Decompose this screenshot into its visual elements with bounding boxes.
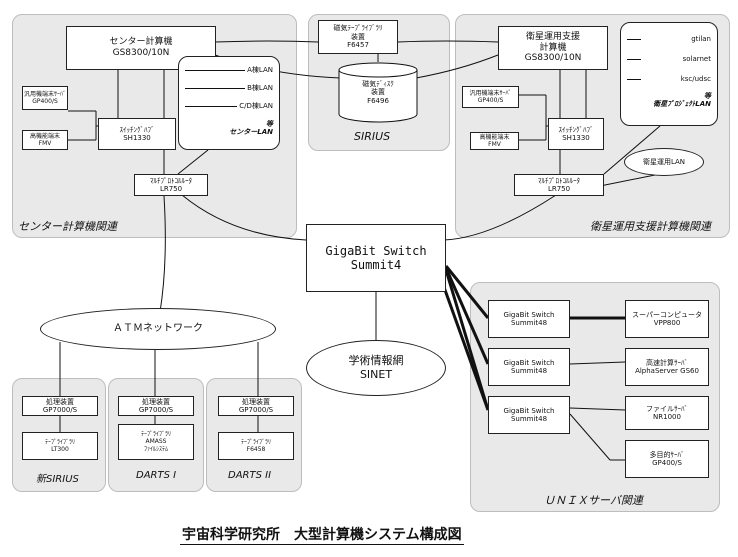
center-terminal: 高機能端末 FMV xyxy=(22,130,68,150)
darts1-tape-library: ﾃｰﾌﾟﾗｲﾌﾞﾗﾘ AMASS ﾌｧｲﾙｼｽﾃﾑ xyxy=(118,424,194,460)
satellite-general-server: 汎用機端末ｻｰﾊﾞ GP400/S xyxy=(462,86,519,108)
multipurpose-server: 多目的ｻｰﾊﾞ GP400/S xyxy=(625,440,709,478)
satellite-ops-lan: 衛星運用LAN xyxy=(624,148,704,176)
center-lan-b: B棟LAN xyxy=(185,79,273,97)
file-server: ファイルｻｰﾊﾞ NR1000 xyxy=(625,396,709,430)
satellite-lan-gtilan: gtilan xyxy=(627,29,711,49)
high-speed-server: 高速計算ｻｰﾊﾞ AlphaServer GS60 xyxy=(625,348,709,386)
satellite-project-lan-box: gtilan solarnet ksc/udsc 等 衛星ﾌﾟﾛｼﾞｪｸﾄLAN xyxy=(620,22,718,126)
satellite-area-label: 衛星運用支援計算機関連 xyxy=(590,220,711,233)
satellite-router: ﾏﾙﾁﾌﾟﾛﾄｺﾙﾙｰﾀ LR750 xyxy=(514,174,604,196)
center-area-label: センター計算機関連 xyxy=(18,220,117,233)
center-router: ﾏﾙﾁﾌﾟﾛﾄｺﾙﾙｰﾀ LR750 xyxy=(134,174,208,196)
center-lan-box: A棟LAN B棟LAN C/D棟LAN 等 センターLAN xyxy=(178,56,280,150)
satellite-terminal: 高機能端末 FMV xyxy=(470,132,519,150)
unix-switch-2: GigaBit Switch Summit48 xyxy=(488,348,570,386)
satellite-switching-hub: ｽｲｯﾁﾝｸﾞﾊﾌﾞ SH1330 xyxy=(548,118,604,150)
unix-area-label: ＵＮＩＸサーバ関連 xyxy=(544,494,643,507)
unix-switch-3: GigaBit Switch Summit48 xyxy=(488,396,570,434)
center-computer: センター計算機 GS8300/10N xyxy=(66,26,216,70)
supercomputer: スーパーコンピュータ VPP800 xyxy=(625,300,709,338)
center-lan-label: 等 センターLAN xyxy=(229,120,273,136)
darts2-processor: 処理装置 GP7000/S xyxy=(218,396,294,416)
darts1-processor: 処理装置 GP7000/S xyxy=(118,396,194,416)
sirius-area-label: SIRIUS xyxy=(354,130,391,143)
satellite-lan-ksc: ksc/udsc xyxy=(627,69,711,89)
center-switching-hub: ｽｲｯﾁﾝｸﾞﾊﾌﾞ SH1330 xyxy=(98,118,176,150)
new-sirius-tape-library: ﾃｰﾌﾟﾗｲﾌﾞﾗﾘ LT300 xyxy=(22,432,98,460)
sirius-tape-library: 磁気ﾃｰﾌﾟﾗｲﾌﾞﾗﾘ 装置 F6457 xyxy=(318,20,398,54)
new-sirius-label: 新SIRIUS xyxy=(36,474,79,485)
center-lan-a: A棟LAN xyxy=(185,61,273,79)
darts2-label: DARTS II xyxy=(228,470,272,481)
atm-network: ＡＴＭネットワーク xyxy=(40,308,276,350)
new-sirius-processor: 処理装置 GP7000/S xyxy=(22,396,98,416)
sirius-disk-label: 磁気ﾃﾞｨｽｸ 装置 F6496 xyxy=(362,80,394,105)
darts2-tape-library: ﾃｰﾌﾟﾗｲﾌﾞﾗﾘ F6458 xyxy=(218,432,294,460)
satellite-lan-label: 等 衛星ﾌﾟﾛｼﾞｪｸﾄLAN xyxy=(653,92,711,108)
darts1-label: DARTS I xyxy=(136,470,177,481)
center-general-server: 汎用機端末ｻｰﾊﾞ GP400/S xyxy=(22,86,68,110)
sirius-disk-icon xyxy=(338,62,418,123)
diagram-title: 宇宙科学研究所 大型計算機システム構成図 xyxy=(180,524,464,545)
center-lan-cd: C/D棟LAN xyxy=(185,97,273,115)
unix-switch-1: GigaBit Switch Summit48 xyxy=(488,300,570,338)
main-gigabit-switch: GigaBit Switch Summit4 xyxy=(306,224,446,292)
satellite-computer: 衛星運用支援 計算機 GS8300/10N xyxy=(498,26,608,70)
satellite-lan-solarnet: solarnet xyxy=(627,49,711,69)
sinet: 学術情報網 SINET xyxy=(306,340,446,396)
